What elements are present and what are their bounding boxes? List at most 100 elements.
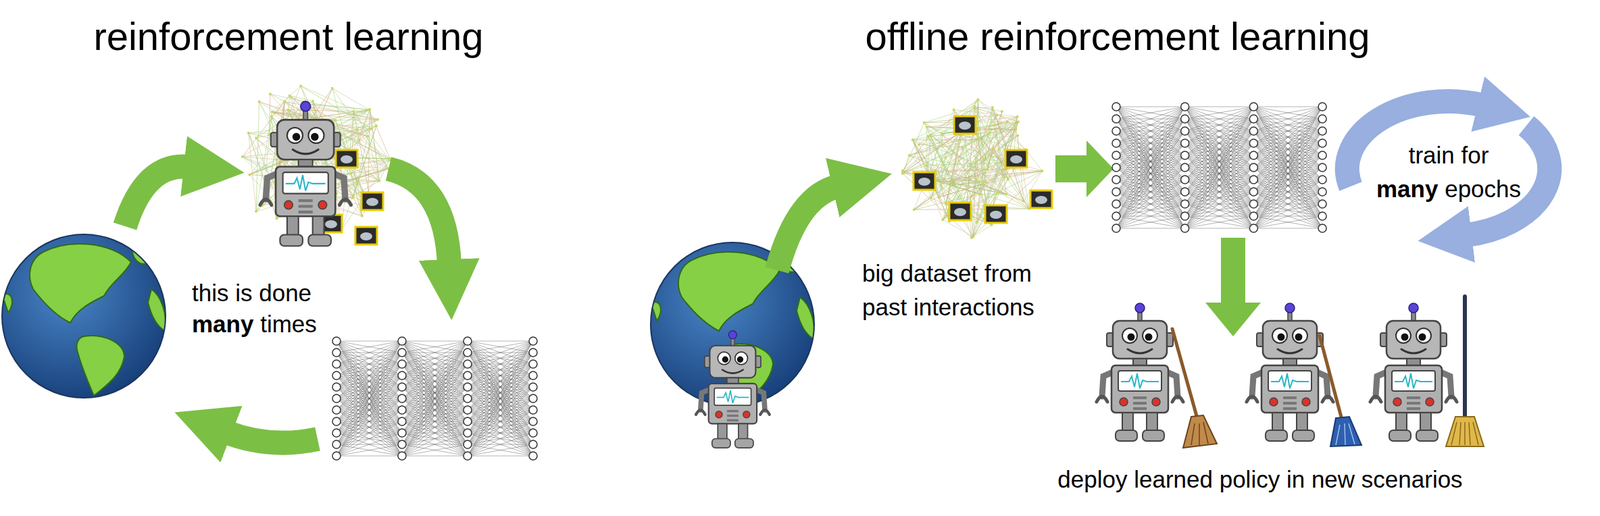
- network-link: [1116, 143, 1186, 229]
- network-neuron: [332, 360, 341, 369]
- network-link: [1116, 191, 1186, 229]
- network-link: [402, 352, 468, 457]
- cloud-dot: [357, 139, 361, 142]
- network-link: [1116, 143, 1186, 229]
- network-link: [1253, 106, 1323, 108]
- network-link: [1116, 106, 1186, 205]
- network-link: [1253, 179, 1323, 229]
- image-thumbnail: [1030, 190, 1053, 209]
- cloud-dot: [901, 169, 905, 173]
- network-neuron: [1249, 139, 1258, 148]
- green-arrow: [777, 186, 838, 271]
- network-link: [1185, 155, 1255, 229]
- network-link: [1253, 118, 1323, 229]
- cloud-dot: [299, 84, 303, 88]
- cloud-dot: [376, 118, 380, 121]
- network-neuron: [529, 383, 538, 392]
- cloud-dot: [334, 118, 338, 122]
- network-neuron: [1112, 114, 1121, 123]
- loop-note-box: this is done many times: [191, 277, 317, 340]
- cloud-dot: [943, 156, 947, 160]
- network-neuron: [332, 394, 341, 403]
- cloud-dot: [1016, 115, 1019, 119]
- cloud-link: [993, 148, 1030, 210]
- network-link: [1185, 106, 1255, 217]
- cloud-dot: [275, 216, 278, 220]
- network-link: [336, 341, 403, 445]
- cloud-dot: [925, 125, 929, 129]
- network-neuron: [1318, 102, 1327, 111]
- word: many: [191, 310, 254, 338]
- network-link: [1116, 131, 1186, 229]
- network-neuron: [1112, 175, 1121, 184]
- network-link: [1116, 106, 1186, 217]
- network-neuron: [529, 348, 538, 357]
- network-link: [467, 387, 534, 457]
- cloud-dot: [983, 180, 987, 184]
- cloud-dot: [360, 214, 364, 218]
- cloud-link: [289, 95, 313, 102]
- network-neuron: [1181, 200, 1190, 209]
- network-link: [336, 433, 403, 457]
- network-neuron: [1318, 224, 1327, 233]
- network-link: [1116, 106, 1186, 217]
- image-thumbnail: [949, 202, 971, 221]
- training-label: train for many epochs: [1376, 138, 1521, 207]
- cloud-dot: [929, 196, 933, 200]
- word: dataset: [900, 260, 978, 287]
- network-link: [1185, 106, 1255, 180]
- network-link: [1116, 155, 1186, 229]
- cloud-link: [977, 179, 1009, 223]
- cloud-dot: [912, 208, 916, 211]
- network-neuron: [1318, 127, 1327, 136]
- network-neuron: [1112, 163, 1121, 172]
- network-link: [336, 341, 403, 457]
- network-link: [1116, 204, 1186, 229]
- cloud-dot: [1014, 125, 1017, 129]
- network-link: [467, 364, 534, 457]
- word: new: [1311, 466, 1355, 493]
- word: deploy: [1057, 466, 1128, 493]
- word: in: [1286, 466, 1305, 493]
- cloud-dot: [941, 218, 944, 221]
- network-neuron: [1249, 163, 1258, 172]
- word: scenarios: [1361, 466, 1463, 493]
- network-link: [336, 398, 403, 457]
- cloud-dot: [982, 158, 986, 161]
- network-link: [467, 352, 534, 457]
- network-link: [402, 341, 468, 342]
- network-neuron: [463, 406, 472, 415]
- network-link: [1253, 131, 1323, 229]
- word: interactions: [913, 293, 1035, 321]
- network-link: [467, 421, 534, 457]
- cloud-dot: [927, 134, 930, 138]
- network-link: [1116, 106, 1186, 156]
- cloud-link: [369, 109, 380, 182]
- network-link: [467, 364, 534, 457]
- network-link: [402, 341, 468, 411]
- network-link: [467, 341, 534, 411]
- network-link: [1253, 106, 1323, 229]
- network-link: [402, 341, 468, 434]
- robot-with-broom: [1096, 303, 1217, 448]
- network-link: [467, 444, 534, 457]
- panel-title-box: reinforcement learning: [93, 13, 484, 59]
- network-neuron: [332, 406, 341, 415]
- word: big: [862, 260, 894, 287]
- network-link: [467, 341, 534, 422]
- word: this: [191, 279, 229, 307]
- network-link: [467, 341, 534, 353]
- network-link: [336, 352, 403, 457]
- network-link: [1253, 131, 1323, 229]
- cloud-dot: [254, 210, 258, 213]
- image-thumbnail: [954, 116, 976, 134]
- cloud-link: [942, 115, 997, 221]
- network-neuron: [1181, 163, 1190, 172]
- network-link: [402, 410, 468, 457]
- green-arrow: [1055, 140, 1114, 198]
- network-link: [336, 398, 403, 457]
- network-link: [467, 433, 534, 457]
- network-neuron: [397, 440, 407, 449]
- network-link: [1185, 106, 1255, 132]
- cloud-dot: [1016, 120, 1020, 123]
